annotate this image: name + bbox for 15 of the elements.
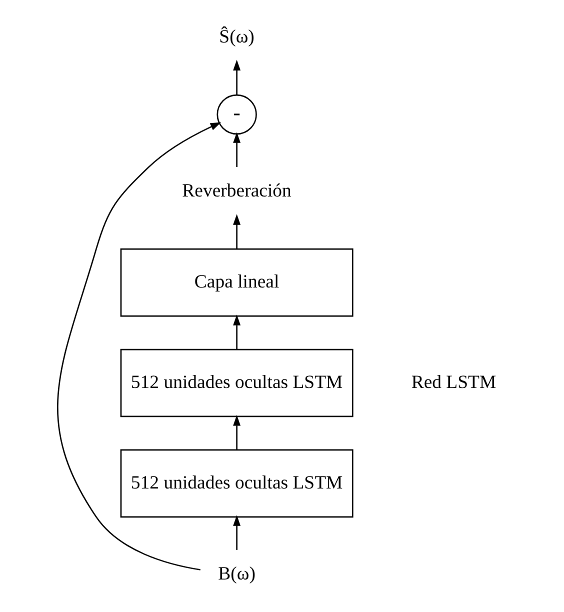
node-circle: -: [216, 94, 257, 135]
node-box: 512 unidades ocultas LSTM: [120, 449, 354, 518]
node-text: Reverberación: [182, 180, 292, 202]
label: Red LSTM: [411, 372, 496, 393]
arrow: [233, 132, 241, 168]
arrow: [233, 515, 241, 550]
arrow: [233, 214, 241, 249]
node-box: Capa lineal: [120, 248, 354, 317]
arrow: [233, 314, 241, 350]
node-text: B(ω): [218, 563, 256, 584]
node-text: Ŝ(ω): [219, 26, 254, 48]
arrow: [233, 60, 241, 95]
arrow: [233, 415, 241, 450]
node-box: 512 unidades ocultas LSTM: [120, 348, 354, 418]
arrow: [57, 122, 222, 570]
